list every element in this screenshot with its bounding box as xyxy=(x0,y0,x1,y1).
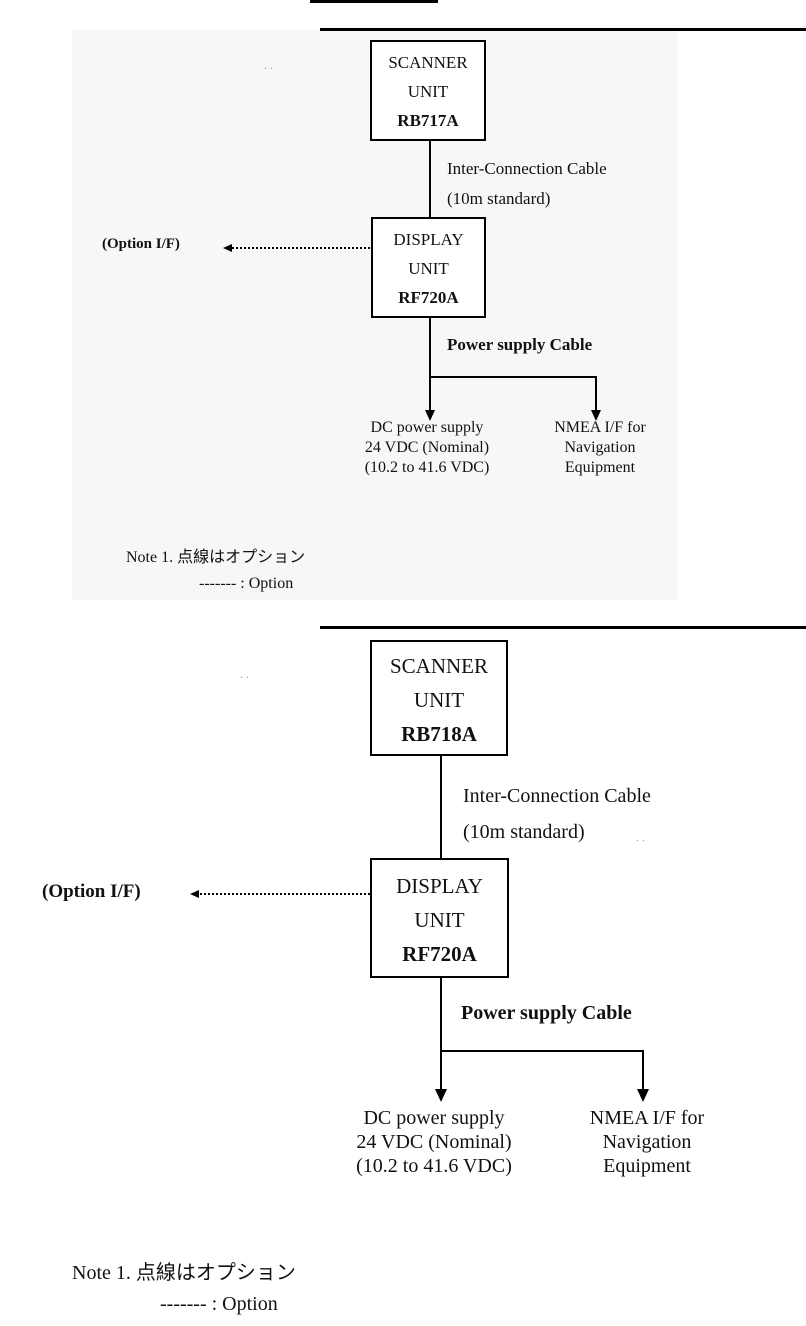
display-unit-box-2: DISPLAY UNIT RF720A xyxy=(370,858,509,978)
power-line-1 xyxy=(429,318,431,413)
nmea-label-2: NMEA I/F for Navigation Equipment xyxy=(589,1107,705,1177)
interconnect-line-1 xyxy=(429,141,431,217)
note-line2-1: ------- : Option xyxy=(199,575,294,592)
nmea-branch-2 xyxy=(440,1050,644,1052)
interconnect-line-2 xyxy=(440,756,442,858)
display-unit-model: RF720A xyxy=(402,942,477,966)
option-dotted-line-2 xyxy=(200,893,370,895)
dc-supply-label-2: DC power supply 24 VDC (Nominal) (10.2 t… xyxy=(356,1107,512,1177)
display-unit-model: RF720A xyxy=(398,288,459,307)
power-line-2 xyxy=(440,978,442,1090)
nmea-drop-1 xyxy=(595,376,597,413)
nmea-label-1: NMEA I/F for Navigation Equipment xyxy=(554,419,646,476)
diagram-2-rule xyxy=(320,626,806,629)
option-if-label-2: (Option I/F) xyxy=(42,881,141,902)
scanner-unit-line1: SCANNER xyxy=(388,53,468,72)
scanner-unit-box-2: SCANNER UNIT RB718A xyxy=(370,640,508,756)
scan-speck: . . xyxy=(264,58,273,72)
scanner-unit-line2: UNIT xyxy=(413,688,465,712)
dc-arrowhead-2 xyxy=(435,1089,447,1102)
scanner-unit-line1: SCANNER xyxy=(389,654,489,678)
nmea-drop-2 xyxy=(642,1050,644,1090)
dc-arrowhead-1 xyxy=(425,410,435,421)
scanner-unit-model: RB717A xyxy=(397,111,459,130)
interconnect-cable-label-1: Inter-Connection Cable (10m standard) xyxy=(447,159,607,208)
diagram-1-rule xyxy=(320,28,806,31)
nmea-arrowhead-1 xyxy=(591,410,601,421)
scan-speck: . . xyxy=(240,667,249,681)
scanner-unit-box-1: SCANNER UNIT RB717A xyxy=(370,40,486,141)
note-line1-2: Note 1. 点線はオプション xyxy=(72,1262,296,1284)
display-unit-line1: DISPLAY xyxy=(396,874,483,898)
nmea-arrowhead-2 xyxy=(637,1089,649,1102)
note-line1-1: Note 1. 点線はオプション xyxy=(126,549,306,566)
option-if-label-1: (Option I/F) xyxy=(102,236,180,252)
top-rule xyxy=(310,0,438,3)
display-unit-box-1: DISPLAY UNIT RF720A xyxy=(371,217,486,318)
display-unit-line2: UNIT xyxy=(408,259,449,278)
scan-speck: . . xyxy=(636,830,645,844)
dc-supply-label-1: DC power supply 24 VDC (Nominal) (10.2 t… xyxy=(364,419,490,476)
note-line2-2: ------- : Option xyxy=(160,1293,278,1315)
scanner-unit-model: RB718A xyxy=(401,722,477,746)
display-unit-line1: DISPLAY xyxy=(393,230,464,249)
scanner-unit-line2: UNIT xyxy=(407,82,449,101)
power-cable-label-2: Power supply Cable xyxy=(461,1002,632,1024)
option-arrowhead-1 xyxy=(223,244,232,252)
nmea-branch-1 xyxy=(429,376,597,378)
option-dotted-line-1 xyxy=(232,247,370,249)
option-arrowhead-2 xyxy=(190,890,199,898)
interconnect-cable-label-2: Inter-Connection Cable (10m standard) xyxy=(463,785,651,843)
power-cable-label-1: Power supply Cable xyxy=(447,335,593,354)
display-unit-line2: UNIT xyxy=(414,908,465,932)
